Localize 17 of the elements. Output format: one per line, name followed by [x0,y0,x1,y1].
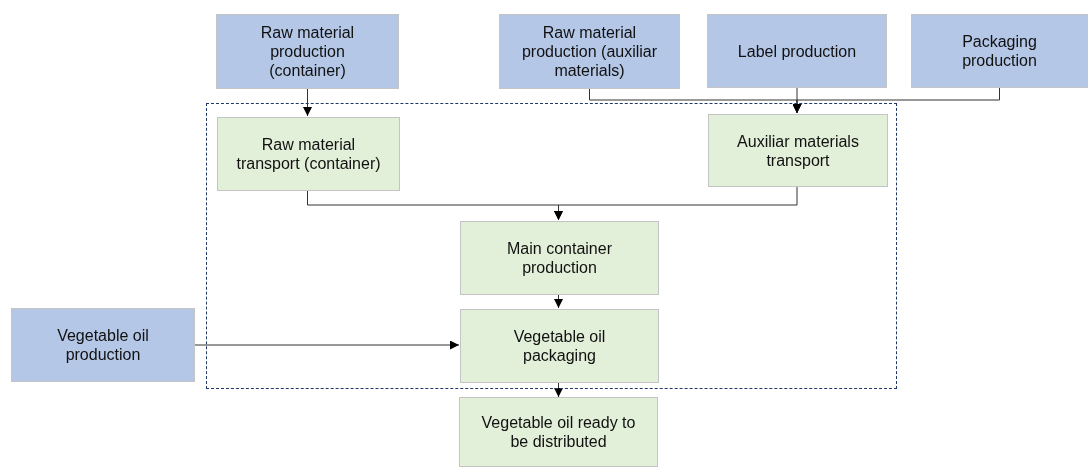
arrow [554,185,798,221]
arrow [303,88,312,117]
arrow [194,340,460,350]
arrow [792,87,1000,114]
process-box: Vegetable oil packaging [460,309,659,383]
process-box: Vegetable oil ready to be distributed [459,397,658,467]
process-box: Main container production [460,221,659,295]
arrow [554,293,563,309]
process-box: Vegetable oil production [11,308,195,382]
process-box: Raw material transport (container) [217,117,400,191]
arrow [554,381,563,398]
process-box: Label production [707,14,887,88]
process-box: Packaging production [911,14,1088,88]
process-box: Auxiliar materials transport [708,114,888,187]
process-box: Raw material production (auxiliar materials) [499,14,680,89]
process-box: Raw material production (container) [216,14,399,89]
group-boundary [206,103,897,389]
